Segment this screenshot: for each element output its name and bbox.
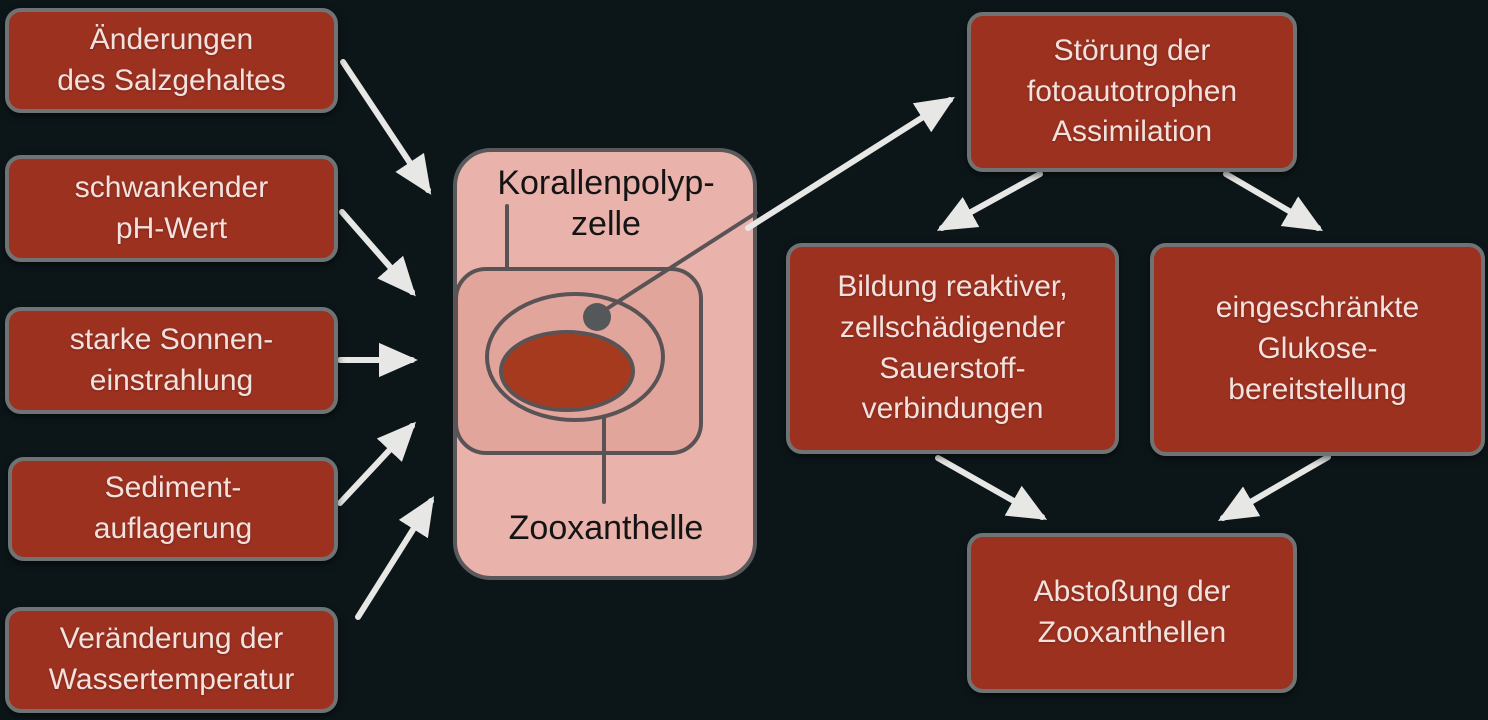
arrow-cell-to-assimilation [745,96,955,231]
arrow-sediment-to-cell [337,421,416,506]
effect-box-glucose: eingeschränkte Glukose- bereitstellung [1150,243,1485,456]
stressor-box-ph: schwankender pH-Wert [5,155,338,262]
nucleus-pointer-line [606,211,758,310]
stressor-box-salinity: Änderungen des Salzgehaltes [5,8,338,113]
stressor-sunlight-label: starke Sonnen- einstrahlung [69,322,274,397]
stressor-box-sunlight: starke Sonnen- einstrahlung [5,307,338,414]
arrow-ph-to-cell [339,209,416,297]
effect-box-assimilation: Störung der fotoautotrophen Assimilation [967,12,1297,172]
zooxanthella-label: Zooxanthelle [508,509,704,547]
effect-glucose-label: eingeschränkte Glukose- bereitstellung [1215,291,1420,406]
zooxanthella-nucleus-shape [583,303,611,331]
arrow-assimilation-to-glucose [1223,171,1324,231]
cell-title: Korallenpolyp- zelle [497,164,715,243]
stressor-temperature-label: Veränderung der Wassertemperatur [48,622,295,696]
zooxanthella-chloroplast-shape [499,330,635,412]
stressor-sediment-label: Sediment- auflagerung [93,471,253,545]
arrow-oxygen-to-expulsion [935,455,1048,520]
arrow-assimilation-to-oxygen [936,171,1043,231]
effect-box-expulsion: Abstoßung der Zooxanthellen [967,533,1297,693]
arrow-temperature-to-cell [355,496,435,620]
arrow-glucose-to-expulsion [1217,454,1331,521]
stressor-box-temperature: Veränderung der Wassertemperatur [5,607,338,713]
stressor-ph-label: schwankender pH-Wert [74,170,269,245]
arrow-salinity-to-cell [340,59,432,195]
stressor-box-sediment: Sediment- auflagerung [8,457,338,561]
effect-assimilation-label: Störung der fotoautotrophen Assimilation [1026,33,1238,149]
effect-oxygen-label: Bildung reaktiver, zellschädigender Saue… [837,269,1068,426]
coral-cell-graphic [453,148,758,580]
stressor-salinity-label: Änderungen des Salzgehaltes [57,22,286,97]
effect-box-oxygen: Bildung reaktiver, zellschädigender Saue… [786,243,1119,454]
effect-expulsion-label: Abstoßung der Zooxanthellen [1033,575,1231,649]
arrows [337,59,1331,620]
